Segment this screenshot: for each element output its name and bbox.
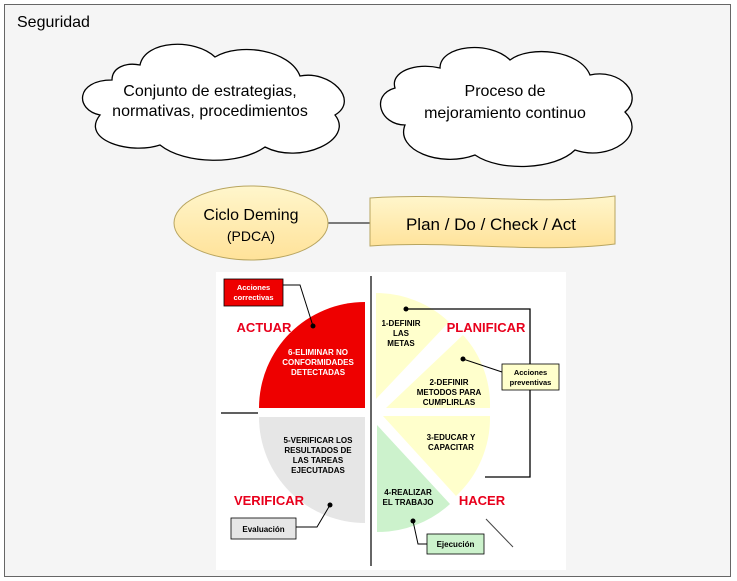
connector-dot — [403, 306, 409, 312]
step-5-line4: EJECUTADAS — [291, 466, 345, 475]
cloud-text-1: Proceso de — [465, 83, 546, 100]
step-2-line3: CUMPLIRLAS — [423, 398, 476, 407]
cloud-estrategias: Conjunto de estrategias, normativas, pro… — [82, 43, 345, 161]
wedge-hacer — [377, 425, 450, 533]
cloud-shape — [82, 43, 345, 161]
connector-preventivas — [462, 358, 503, 373]
step-1-line2: LAS — [393, 329, 410, 338]
callout-correctivas — [223, 278, 284, 307]
deming-subtitle: (PDCA) — [227, 228, 275, 244]
cloud-shape — [379, 46, 633, 168]
wedge-actuar — [259, 302, 365, 408]
connector-dot — [327, 502, 333, 508]
step-4-line1: 4-REALIZAR — [384, 488, 432, 497]
callout-preventivas-line2: preventivas — [510, 378, 552, 387]
step-6-line3: DETECTADAS — [291, 368, 346, 377]
step-5-line3: LAS TAREAS — [293, 456, 344, 465]
wedge-educar — [383, 416, 491, 496]
step-1-line3: METAS — [387, 339, 415, 348]
step-2-line2: METODOS PARA — [417, 388, 482, 397]
deming-ellipse — [173, 185, 329, 261]
cloud-text-1: Conjunto de estrategias, — [123, 83, 296, 100]
wedge-metas — [376, 292, 449, 399]
pdca-banner — [369, 195, 616, 249]
pdca-banner-text: Plan / Do / Check / Act — [406, 215, 576, 234]
connector-correctivas — [283, 284, 314, 327]
cloud-mejoramiento: Proceso de mejoramiento continuo — [379, 46, 633, 168]
callout-preventivas — [501, 363, 560, 391]
callout-preventivas-line1: Acciones — [514, 368, 547, 377]
deming-title: Ciclo Deming — [203, 207, 298, 224]
step-4-line2: EL TRABAJO — [383, 498, 434, 507]
step-3-line2: CAPACITAR — [428, 443, 474, 452]
connector-dot — [460, 356, 466, 362]
callout-ejecucion-text: Ejecución — [437, 540, 475, 549]
connector-dot — [410, 518, 416, 524]
connector-dot — [310, 323, 316, 329]
bracket-plan — [406, 308, 531, 478]
callout-correctivas-line2: correctivas — [233, 293, 273, 302]
label-actuar: ACTUAR — [237, 320, 292, 335]
connector-ejecucion — [412, 520, 427, 545]
connector-evaluacion — [296, 504, 331, 528]
step-5-line2: RESULTADOS DE — [284, 446, 352, 455]
cloud-text-2: mejoramiento continuo — [424, 105, 586, 122]
step-5-line1: 5-VERIFICAR LOS — [284, 436, 354, 445]
step-3-line1: 3-EDUCAR Y — [427, 433, 476, 442]
diagonal-tick — [485, 518, 514, 548]
step-2-line1: 2-DEFINIR — [429, 378, 468, 387]
cloud-text-2: normativas, procedimientos — [112, 103, 308, 120]
step-6-line1: 6-ELIMINAR NO — [288, 348, 348, 357]
label-verificar: VERIFICAR — [234, 493, 305, 508]
callout-correctivas-line1: Acciones — [237, 283, 270, 292]
frame-title: Seguridad — [17, 14, 90, 31]
wedge-metodos — [386, 335, 491, 408]
label-planificar: PLANIFICAR — [447, 320, 526, 335]
callout-evaluacion-text: Evaluación — [242, 525, 284, 534]
wedge-verificar — [259, 417, 365, 523]
step-6-line2: CONFORMIDADES — [282, 358, 354, 367]
label-hacer: HACER — [459, 493, 506, 508]
step-1-line1: 1-DEFINIR — [381, 319, 420, 328]
callout-evaluacion — [230, 517, 297, 540]
